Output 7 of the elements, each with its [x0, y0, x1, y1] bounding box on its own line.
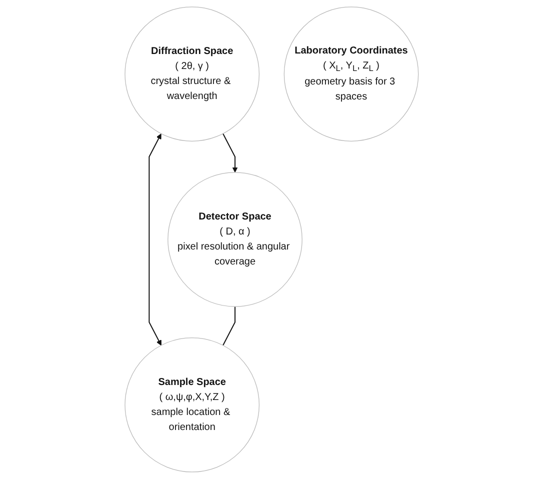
node-circle: Detector Space ( D, α ) pixel resolution & angular coverage: [167, 172, 302, 307]
node-circle: Diffraction Space ( 2θ, γ ) crystal structure & wavelength: [124, 6, 260, 142]
node-circle: Sample Space ( ω,ψ,φ,X,Y,Z ) sample location & orientation: [124, 337, 260, 472]
node-circle: Laboratory Coordinates ( X$_{L}$, Y$_{L}$, Z$_{L}$ ) geometry basis for 3 spaces: [284, 6, 418, 142]
arrow: [148, 134, 162, 346]
connector: [222, 306, 236, 346]
arrow: [222, 133, 238, 173]
